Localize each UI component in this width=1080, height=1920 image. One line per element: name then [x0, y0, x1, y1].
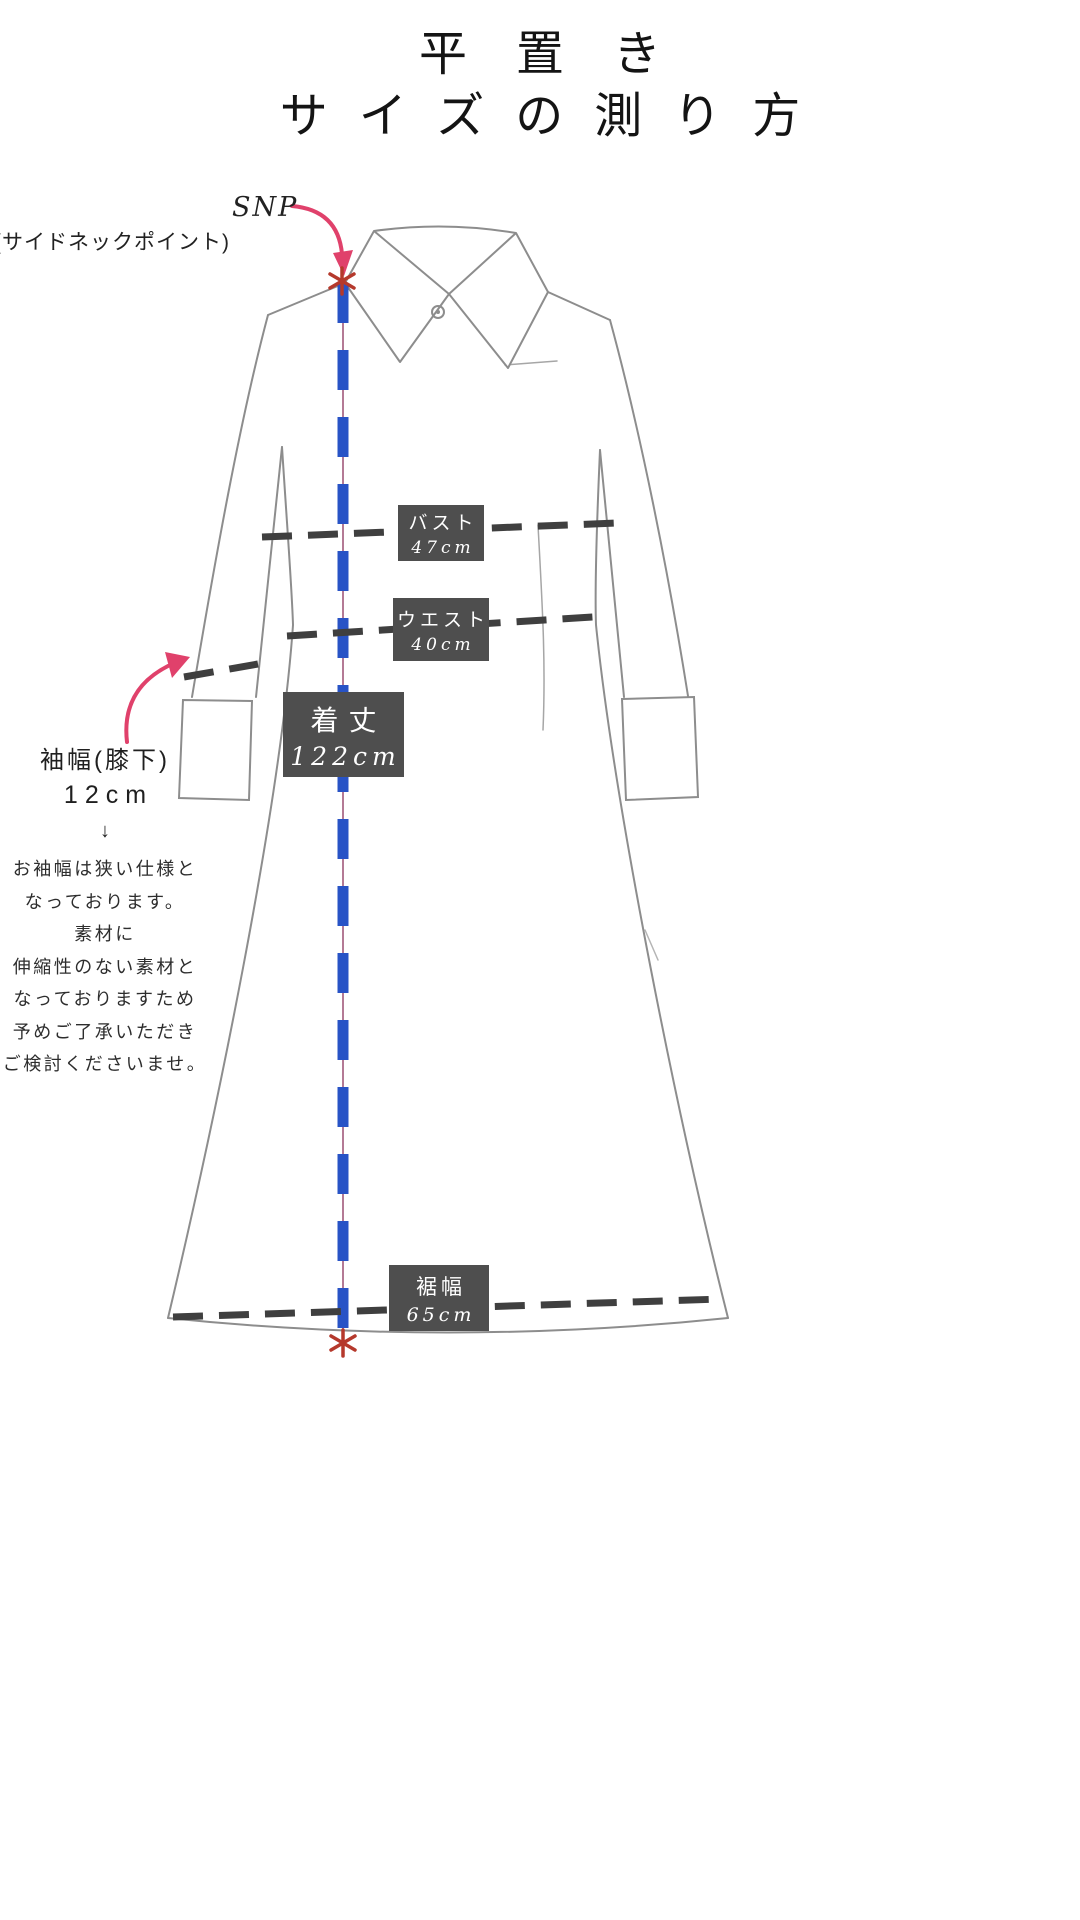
snp-full-label: (サイドネックポイント) — [0, 231, 230, 254]
sleeve-note-line: 予めご了承いただき — [12, 1021, 198, 1042]
sleeve-note-line: なっておりますため — [13, 989, 197, 1009]
right-body-side — [594, 449, 729, 1319]
sleeve-note-text: お袖幅は狭い仕様と なっております。 素材に 伸縮性のない素材と なっております… — [0, 853, 210, 1081]
left-sleeve-inner — [255, 446, 283, 698]
right-cuff — [620, 695, 700, 802]
snp-abbr-label: SNP — [232, 192, 299, 223]
sleeve-note-line: なっております。 — [24, 891, 186, 912]
length-label-text: 着丈 — [310, 704, 387, 736]
collar-left-flap — [344, 230, 450, 363]
dress-outline — [167, 282, 729, 1334]
bust-label-text: バスト — [408, 513, 478, 534]
waist-value-text: 40cm — [411, 634, 475, 655]
right-shoulder-line — [547, 291, 611, 321]
left-cuff — [177, 698, 254, 802]
page-title: 平置き サイズの測り方 — [0, 24, 1080, 148]
left-body-side — [167, 446, 295, 1319]
sleeve-label-text: 袖幅(膝下) — [40, 747, 170, 774]
snp-top-asterisk — [328, 266, 356, 296]
sleeve-measure-line — [183, 660, 259, 681]
right-sleeve-outer — [609, 319, 689, 697]
right-yoke-line — [504, 360, 558, 366]
length-measure-label: 着丈 122cm — [283, 692, 404, 777]
hem-bottom-asterisk — [329, 1328, 357, 1358]
hem-label-text: 裾幅 — [416, 1275, 466, 1299]
waist-measure-label: ウエスト 40cm — [393, 598, 489, 661]
collar-back-line — [373, 225, 517, 234]
snp-arrow — [290, 204, 353, 276]
sleeve-note-line: 伸縮性のない素材と — [12, 956, 198, 977]
right-skirt-mark — [644, 929, 659, 961]
sleeve-value-text: 12cm — [63, 781, 154, 809]
sleeve-note-block: 袖幅(膝下) 12cm ↓ お袖幅は狭い仕様と なっております。 素材に 伸縮性… — [0, 740, 210, 1081]
bust-measure-line — [261, 519, 619, 541]
right-sleeve-inner — [599, 449, 625, 698]
waist-label-text: ウエスト — [397, 609, 490, 631]
down-arrow-icon: ↓ — [100, 820, 110, 842]
sleeve-note-line: ご検討くださいませ。 — [2, 1054, 208, 1074]
length-value-text: 122cm — [290, 741, 401, 771]
sleeve-arrow — [124, 652, 190, 744]
collar-right-flap — [448, 232, 549, 369]
bust-measure-label: バスト 47cm — [398, 505, 484, 561]
left-sleeve-outer — [191, 314, 269, 698]
hem-value-text: 65cm — [406, 1303, 476, 1326]
right-chest-seam — [537, 524, 545, 731]
bust-value-text: 47cm — [411, 538, 475, 558]
hem-curve — [167, 1317, 729, 1334]
page-title-line1: 平置き — [418, 28, 710, 81]
collar-button-hole — [436, 310, 440, 314]
sleeve-note-line: お袖幅は狭い仕様と — [12, 859, 198, 879]
collar — [344, 225, 549, 369]
page-title-line2: サイズの測り方 — [279, 90, 832, 143]
collar-button — [431, 305, 445, 319]
sleeve-note-line: 素材に — [74, 924, 136, 944]
hem-measure-label: 裾幅 65cm — [389, 1265, 489, 1331]
